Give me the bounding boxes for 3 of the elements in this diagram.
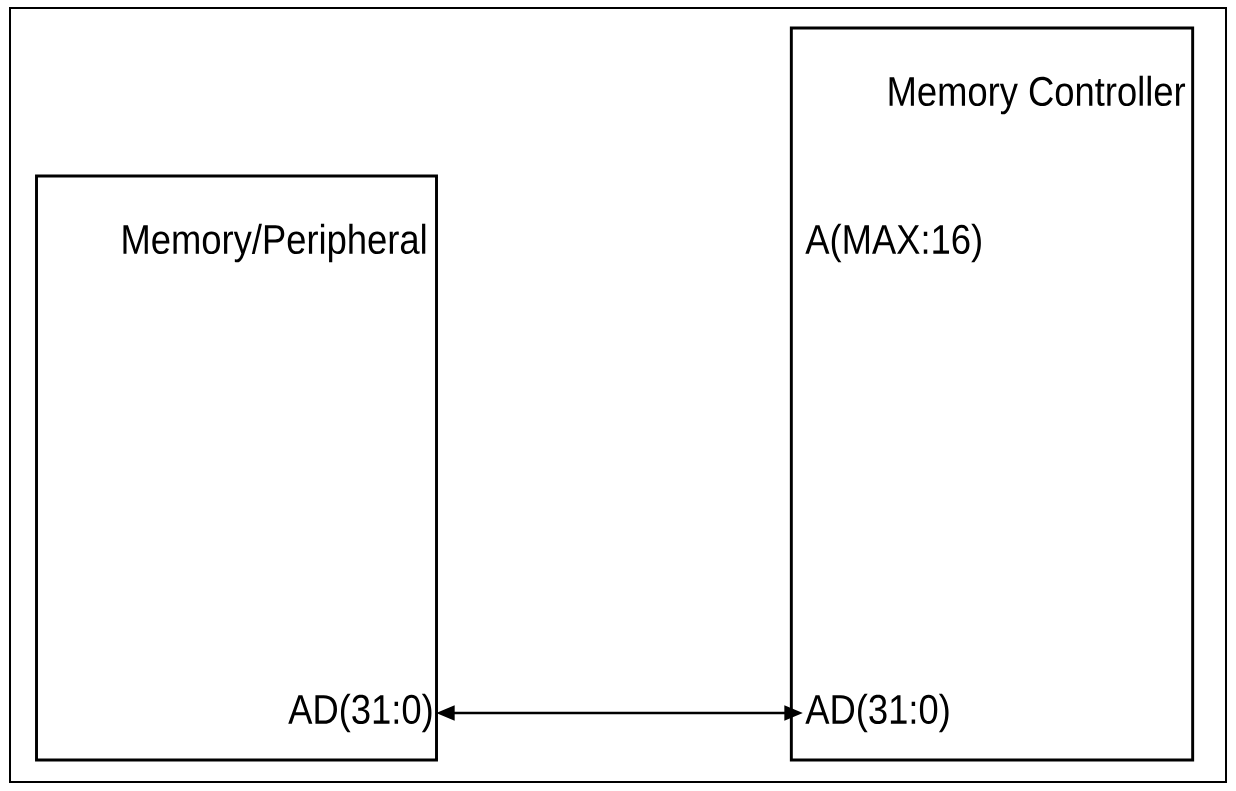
- pin-label: A(MAX:16): [805, 223, 981, 263]
- pin-label: AD(31:0): [288, 693, 432, 733]
- pin-label: AD(31:0): [805, 693, 949, 733]
